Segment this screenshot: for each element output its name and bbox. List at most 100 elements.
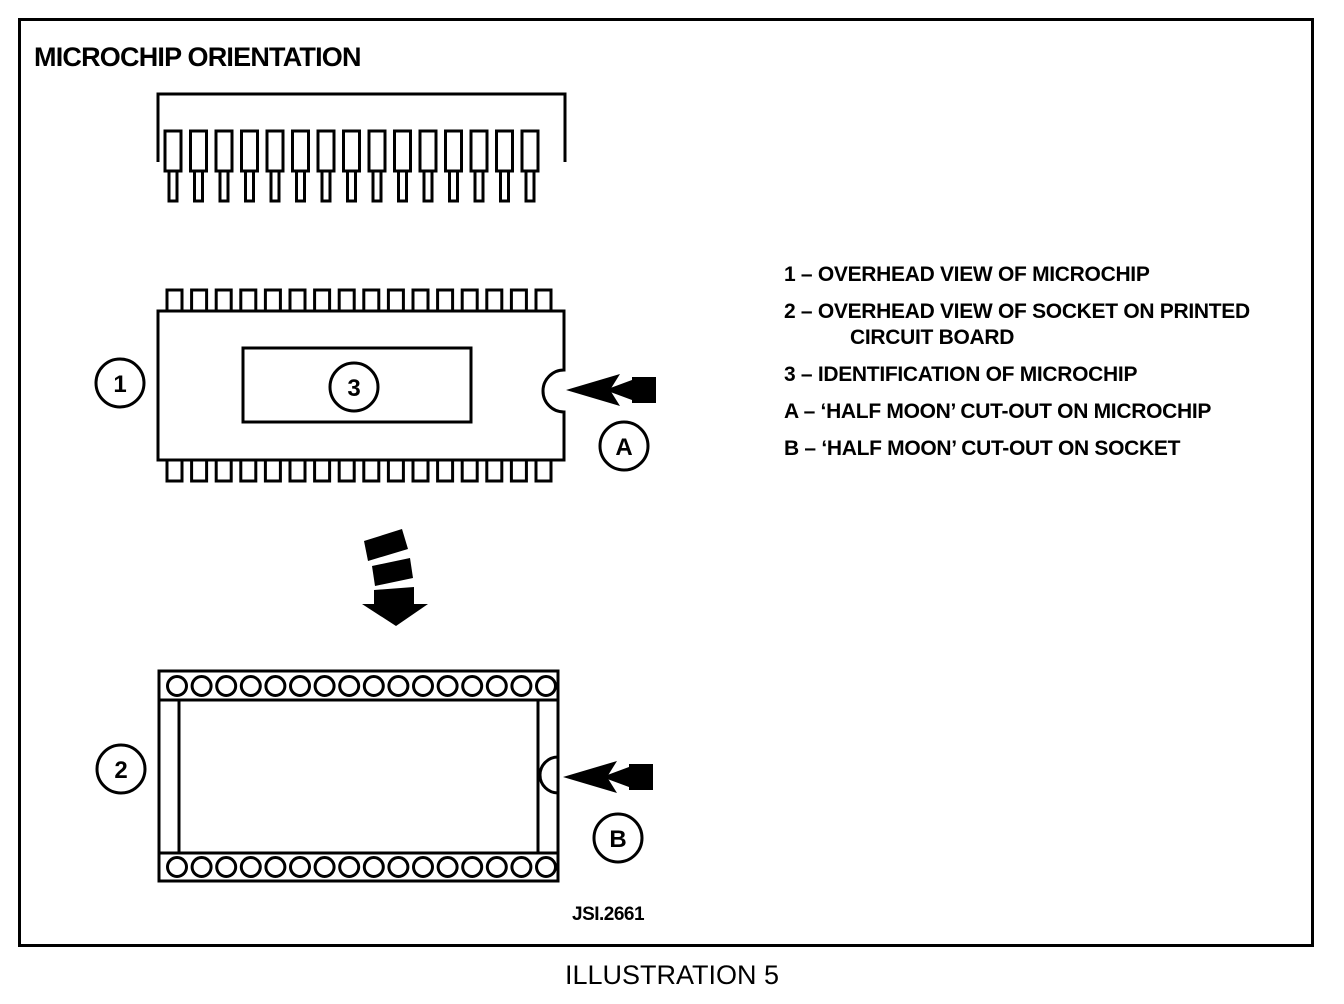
- callout-1-label: 1: [113, 371, 126, 398]
- callout-2-label: 2: [114, 757, 127, 784]
- arrow-to-chip-cutout: [566, 374, 656, 406]
- chip-pin: [509, 288, 528, 313]
- chip-pin: [460, 458, 479, 483]
- diagram-title: MICROCHIP ORIENTATION: [34, 42, 362, 72]
- chip-pin: [460, 288, 479, 313]
- chip-pin: [165, 288, 184, 313]
- socket-hole: [485, 856, 508, 878]
- chip-pin: [239, 288, 258, 313]
- diagram-frame: [18, 18, 1314, 947]
- socket-hole: [461, 856, 484, 878]
- callout-b: B: [592, 812, 644, 864]
- socket-hole: [166, 856, 188, 878]
- callout-2: 2: [95, 743, 147, 795]
- socket-hole: [510, 675, 533, 697]
- socket-hole: [362, 675, 385, 697]
- socket-hole: [362, 856, 385, 878]
- socket-hole: [313, 856, 336, 878]
- socket-hole: [412, 856, 434, 878]
- socket-hole: [436, 675, 459, 697]
- legend-item-b: B – ‘HALF MOON’ CUT-OUT ON SOCKET: [784, 437, 1181, 460]
- socket-hole: [264, 856, 287, 878]
- callout-a: A: [598, 420, 650, 472]
- socket-half-moon-cutout: [538, 755, 559, 795]
- chip-pin: [436, 288, 455, 313]
- chip-pin: [534, 288, 553, 313]
- chip-pin: [362, 288, 381, 313]
- socket-overhead-view: [157, 669, 560, 883]
- side-pin: [520, 129, 540, 203]
- socket-hole: [338, 856, 361, 878]
- chip-pin: [263, 288, 282, 313]
- side-pin: [163, 129, 183, 203]
- legend-item-2: 2 – OVERHEAD VIEW OF SOCKET ON PRINTED C…: [784, 299, 1250, 351]
- microchip-side-view: [156, 92, 567, 203]
- socket-hole: [436, 856, 459, 878]
- chip-pin: [386, 288, 405, 313]
- socket-hole: [485, 675, 508, 697]
- side-pin: [265, 129, 285, 203]
- socket-hole: [215, 675, 238, 697]
- callout-3-label: 3: [347, 375, 360, 402]
- socket-hole: [510, 856, 533, 878]
- legend: 1 – OVERHEAD VIEW OF MICROCHIP 2 – OVERH…: [784, 262, 1250, 473]
- side-pin: [393, 129, 412, 203]
- insertion-arrow-icon: [362, 529, 428, 626]
- chip-pin: [214, 458, 233, 483]
- chip-pin: [436, 458, 455, 483]
- socket-hole: [166, 675, 188, 697]
- chip-pin: [313, 288, 332, 313]
- chip-pin: [239, 458, 258, 483]
- chip-pin: [534, 458, 553, 483]
- chip-pin: [362, 458, 381, 483]
- chip-bottom-pins: [165, 458, 553, 483]
- socket-hole: [239, 856, 262, 878]
- legend-item-1: 1 – OVERHEAD VIEW OF MICROCHIP: [784, 263, 1150, 286]
- side-pin: [342, 129, 361, 203]
- callout-b-label: B: [609, 826, 626, 853]
- chip-top-pins: [165, 288, 553, 313]
- arrow-to-socket-cutout: [563, 761, 653, 793]
- chip-pin: [263, 458, 282, 483]
- side-pin: [495, 129, 514, 203]
- side-pin: [291, 129, 310, 203]
- chip-pin: [411, 458, 430, 483]
- legend-item-2-text: 2 – OVERHEAD VIEW OF SOCKET ON PRINTED: [784, 300, 1250, 323]
- chip-pin: [190, 288, 209, 313]
- side-pin: [418, 129, 438, 203]
- side-pin: [367, 129, 387, 203]
- side-pin: [469, 129, 489, 203]
- illustration-caption: ILLUSTRATION 5: [564, 960, 780, 990]
- chip-pin: [313, 458, 332, 483]
- side-pin: [240, 129, 259, 203]
- legend-item-2-continuation: CIRCUIT BOARD: [850, 326, 1015, 349]
- socket-hole: [264, 675, 287, 697]
- side-pin: [316, 129, 336, 203]
- callout-1: 1: [94, 357, 146, 409]
- chip-pin: [509, 458, 528, 483]
- side-pin: [444, 129, 463, 203]
- socket-hole: [190, 675, 213, 697]
- chip-pin: [337, 288, 356, 313]
- socket-hole: [387, 856, 410, 878]
- chip-pin: [288, 458, 307, 483]
- socket-hole: [313, 675, 336, 697]
- socket-hole: [215, 856, 238, 878]
- socket-hole: [535, 856, 557, 878]
- socket-hole: [535, 675, 557, 697]
- socket-hole: [289, 675, 311, 697]
- chip-pin: [190, 458, 209, 483]
- socket-hole: [461, 675, 484, 697]
- socket-hole: [387, 675, 410, 697]
- chip-pin: [485, 458, 504, 483]
- socket-hole: [412, 675, 434, 697]
- socket-top-holes: [166, 675, 557, 697]
- socket-hole: [289, 856, 311, 878]
- socket-hole: [239, 675, 262, 697]
- chip-pin: [337, 458, 356, 483]
- chip-pin: [214, 288, 233, 313]
- side-view-pins: [163, 129, 540, 203]
- callout-3: 3: [328, 361, 380, 413]
- socket-hole: [190, 856, 213, 878]
